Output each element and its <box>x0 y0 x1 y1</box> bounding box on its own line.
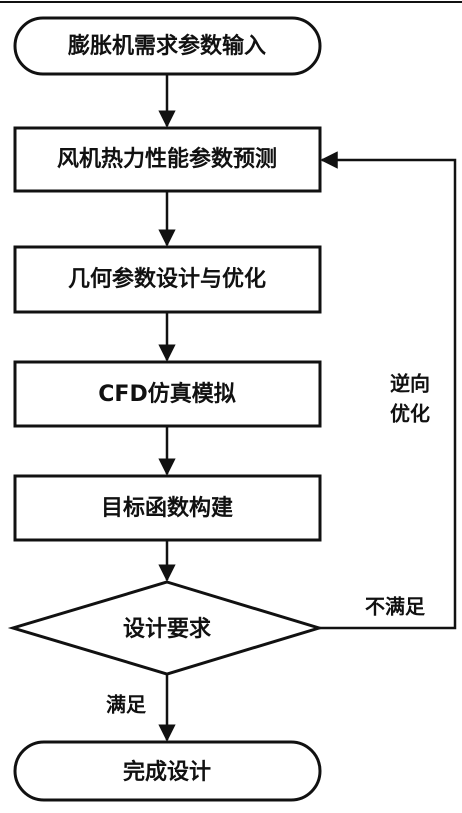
end-label: 完成设计 <box>123 759 211 785</box>
decision-design-requirement-label: 设计要求 <box>123 617 211 642</box>
process-cfd-simulation: CFD仿真模拟 <box>13 360 322 428</box>
label-feedback-line2: 优化 <box>390 402 430 426</box>
start-terminal: 膨胀机需求参数输入 <box>13 16 322 76</box>
process-thermal-performance-label: 风机热力性能参数预测 <box>57 146 277 172</box>
process-geometry-design-label: 几何参数设计与优化 <box>68 266 266 292</box>
feedback-loop-line <box>319 151 457 630</box>
label-satisfied: 满足 <box>106 693 147 717</box>
label-feedback-line1: 逆向 <box>390 372 430 396</box>
end-terminal: 完成设计 <box>13 740 322 802</box>
process-geometry-design: 几何参数设计与优化 <box>13 245 322 314</box>
start-label: 膨胀机需求参数输入 <box>67 33 266 59</box>
process-objective-function-label: 目标函数构建 <box>101 495 233 521</box>
process-objective-function: 目标函数构建 <box>13 474 322 542</box>
process-thermal-performance: 风机热力性能参数预测 <box>13 126 322 193</box>
decision-design-requirement: 设计要求 <box>7 580 325 676</box>
label-not-satisfied: 不满足 <box>365 595 426 619</box>
process-cfd-simulation-label: CFD仿真模拟 <box>98 381 235 407</box>
